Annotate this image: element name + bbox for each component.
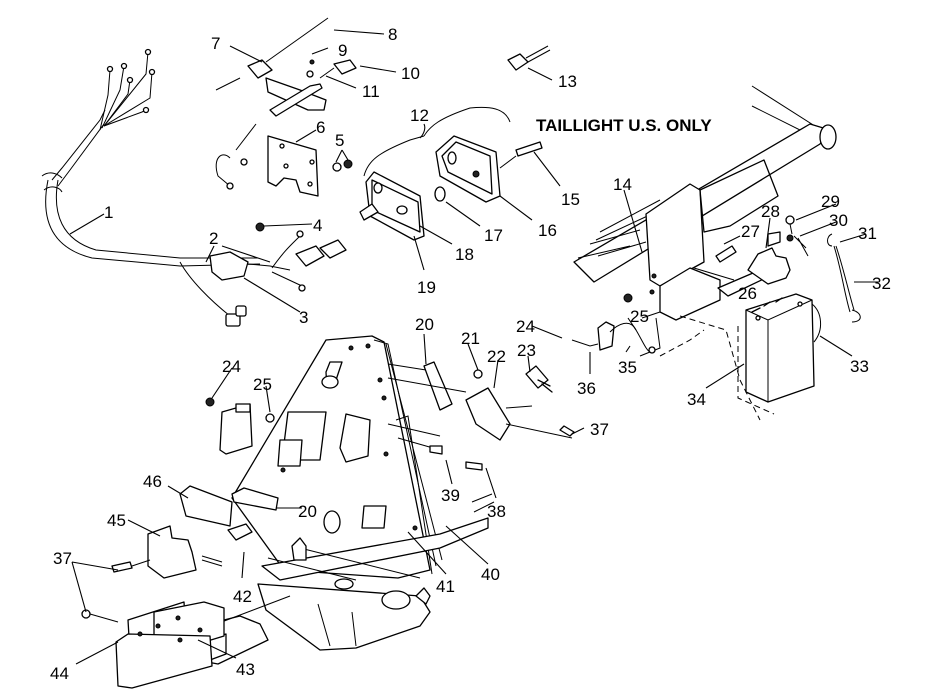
- callout-22: 22: [487, 347, 506, 366]
- center-panel: [231, 335, 443, 579]
- taillight-note: TAILLIGHT U.S. ONLY: [536, 116, 712, 135]
- callout-36: 36: [577, 379, 596, 398]
- callout-44: 44: [50, 664, 69, 683]
- connector-plug: [507, 45, 551, 71]
- callout-17: 17: [484, 226, 503, 245]
- callout-13: 13: [558, 72, 577, 91]
- callout-43: 43: [236, 660, 255, 679]
- callout-20-lower: 20: [298, 502, 317, 521]
- callout-31: 31: [858, 224, 877, 243]
- callout-46: 46: [143, 472, 162, 491]
- callout-19: 19: [417, 278, 436, 297]
- lower-frame: [175, 493, 495, 665]
- callout-8: 8: [388, 25, 397, 44]
- callout-16: 16: [538, 221, 557, 240]
- callout-45: 45: [107, 511, 126, 530]
- callout-15: 15: [561, 190, 580, 209]
- callout-20-upper: 20: [415, 315, 434, 334]
- callout-35: 35: [618, 358, 637, 377]
- callout-26: 26: [738, 284, 757, 303]
- rear-bumper: [115, 601, 225, 689]
- callout-5: 5: [335, 131, 344, 150]
- leader-lines: [69, 29, 878, 665]
- callout-21: 21: [461, 329, 480, 348]
- callout-11: 11: [362, 82, 380, 101]
- callout-25-left: 25: [253, 375, 272, 394]
- callout-3: 3: [299, 308, 308, 327]
- callout-38: 38: [487, 502, 506, 521]
- callout-7: 7: [211, 34, 220, 53]
- callout-37-left: 37: [53, 549, 72, 568]
- wiring-harness: [41, 48, 261, 327]
- key-switch: [209, 230, 347, 292]
- right-center-components: [387, 321, 656, 471]
- license-bracket: [255, 135, 353, 232]
- callout-30: 30: [829, 211, 848, 230]
- callout-9: 9: [338, 41, 347, 60]
- callout-42: 42: [233, 587, 252, 606]
- callout-4: 4: [313, 216, 322, 235]
- callouts: 1 2 3 4 5 6 7 8 9 10 11 12 13 14 15 16 1…: [50, 25, 891, 683]
- taillight-assembly: [359, 106, 543, 241]
- callout-29: 29: [821, 192, 840, 211]
- callout-6: 6: [316, 118, 325, 137]
- callout-24-left: 24: [222, 357, 241, 376]
- callout-34: 34: [687, 390, 706, 409]
- mounting-plate: [215, 17, 357, 190]
- callout-33: 33: [850, 357, 869, 376]
- callout-37-right: 37: [590, 420, 609, 439]
- callout-23: 23: [517, 341, 536, 360]
- callout-2: 2: [209, 229, 218, 248]
- callout-27: 27: [741, 222, 760, 241]
- callout-10: 10: [401, 64, 420, 83]
- battery-assembly: [737, 215, 861, 415]
- callout-40: 40: [481, 565, 500, 584]
- callout-32: 32: [872, 274, 891, 293]
- rear-frame: [573, 85, 837, 421]
- callout-18: 18: [455, 245, 474, 264]
- callout-41: 41: [436, 577, 455, 596]
- callout-14: 14: [613, 175, 632, 194]
- callout-25-right: 25: [630, 307, 649, 326]
- callout-12: 12: [410, 106, 429, 125]
- callout-1: 1: [104, 203, 113, 222]
- callout-28: 28: [761, 202, 780, 221]
- callout-24-right: 24: [516, 317, 535, 336]
- callout-39: 39: [441, 486, 460, 505]
